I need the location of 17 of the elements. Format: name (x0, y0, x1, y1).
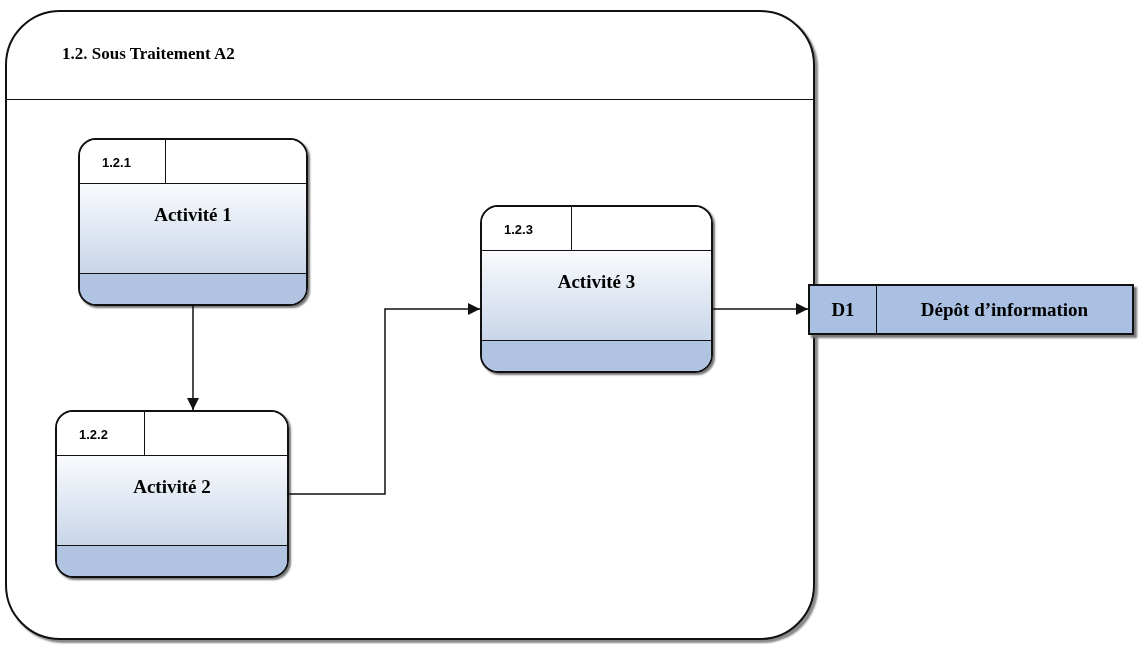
process-name: Activité 1 (154, 204, 232, 225)
data-store (808, 284, 1134, 335)
process-box (480, 205, 713, 373)
frame-title: 1.2. Sous Traitement A2 (62, 44, 235, 64)
process-id: 1.2.1 (102, 155, 131, 170)
store-name: Dépôt d’information (920, 298, 1089, 321)
subprocess-frame (5, 10, 815, 640)
process-box (78, 138, 308, 306)
process-name: Activité 3 (557, 271, 636, 292)
process-name: Activité 2 (133, 476, 211, 497)
store-id: D1 (831, 298, 855, 321)
arrow (288, 303, 481, 495)
process-box (55, 410, 289, 578)
arrow (712, 303, 809, 315)
process-id: 1.2.3 (504, 222, 533, 237)
process-id: 1.2.2 (79, 427, 108, 442)
arrow (187, 305, 199, 411)
